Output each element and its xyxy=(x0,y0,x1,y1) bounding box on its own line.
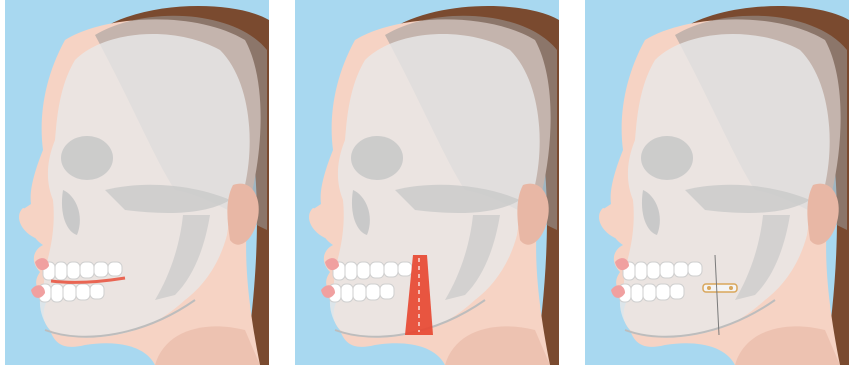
eye-socket xyxy=(61,136,113,180)
lower-teeth xyxy=(329,284,394,302)
lower-teeth xyxy=(619,284,684,302)
panel-before xyxy=(5,0,269,365)
panel-after xyxy=(585,0,849,365)
lower-teeth xyxy=(39,284,104,302)
eye-socket xyxy=(641,136,693,180)
panel-surgery xyxy=(295,0,559,365)
plate-screw xyxy=(729,286,733,290)
plate-screw xyxy=(707,286,711,290)
eye-socket xyxy=(351,136,403,180)
